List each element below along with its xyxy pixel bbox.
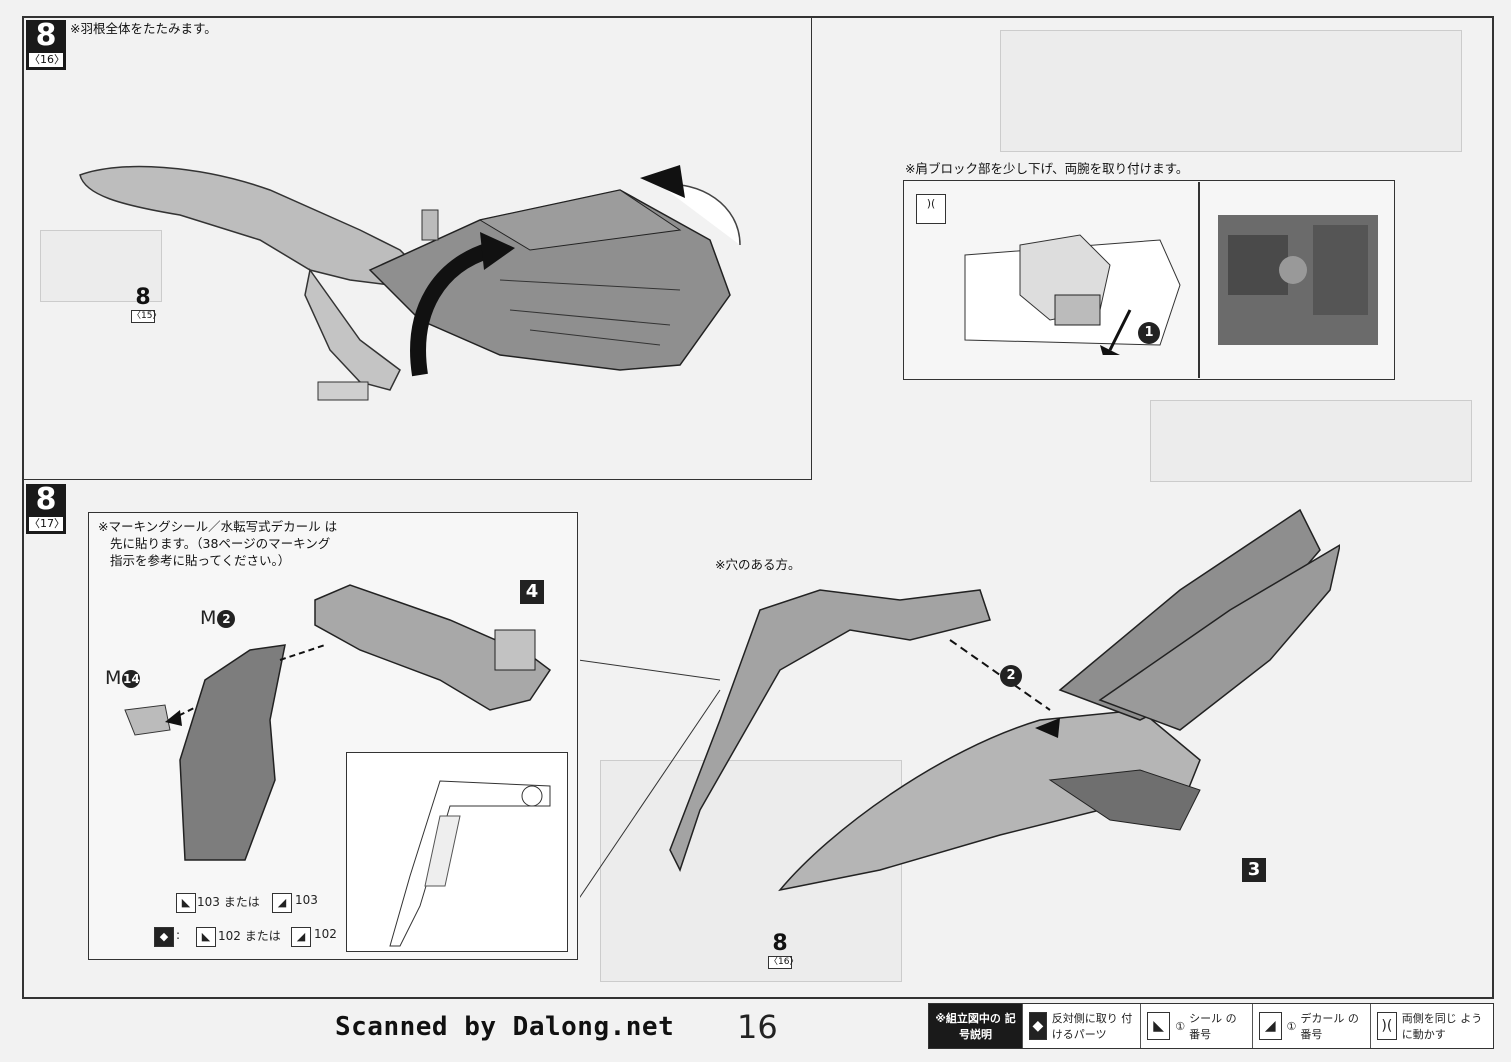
decal-number: 103: [295, 893, 318, 907]
decal-icon: ◢: [291, 927, 311, 947]
background-ghost: [1000, 30, 1462, 152]
legend-text: 反対側に取り 付けるパーツ: [1051, 1012, 1133, 1041]
inset-divider: [1198, 182, 1200, 378]
page-frame: [22, 16, 1494, 999]
seal-number: 103: [197, 895, 220, 909]
callout-ref: 〈15〉: [131, 310, 162, 323]
hole-detail-illustration: [389, 780, 551, 947]
seal-number: 102: [218, 929, 241, 943]
legend-text: 両側を同じ ように動かす: [1401, 1012, 1483, 1041]
shoulder-detail-illustration: [964, 234, 1181, 355]
background-ghost: [40, 230, 162, 302]
shoulder-photo: [1218, 215, 1378, 345]
part-number-4: 4: [520, 580, 544, 604]
callout-number: 8: [135, 285, 151, 310]
seal-line-2: 102 または: [218, 927, 281, 944]
seal-or: または: [244, 929, 281, 943]
marking-note: ※マーキングシール／水転写式デカール は 先に貼ります。（38ページのマーキング…: [98, 518, 337, 569]
legend-title: ※組立図中の 記号説明: [929, 1004, 1023, 1048]
mirror-icon: ◆: [1029, 1012, 1047, 1040]
step-ref: 〈17〉: [29, 517, 65, 531]
step-badge-top: 8 〈16〉: [26, 20, 66, 70]
step-top-note: ※羽根全体をたたみます。: [70, 21, 217, 36]
step-ref: 〈16〉: [29, 53, 65, 67]
wing-detail-illustration: [124, 584, 552, 861]
marking-letter: M: [200, 607, 217, 629]
hole-note: ※穴のある方。: [715, 557, 801, 572]
legend-text: デカール の番号: [1300, 1012, 1359, 1041]
seal-icon: ◣: [176, 893, 196, 913]
marking-letter: M: [105, 667, 122, 689]
marking-number: 2: [217, 609, 236, 628]
symbol-legend: ※組立図中の 記号説明 ◆ 反対側に取り 付けるパーツ ◣ ① シール の番号 …: [928, 1003, 1494, 1049]
background-ghost: [1150, 400, 1472, 482]
step-top-panel: [22, 16, 812, 480]
legend-num: ①: [1175, 1019, 1186, 1033]
decal-icon: ◢: [272, 893, 292, 913]
legend-item: ◣ ① シール の番号: [1141, 1004, 1253, 1048]
inset-note: ※肩ブロック部を少し下げ、両腕を取り付けます。: [905, 161, 1189, 176]
seal-line-1: 103 または: [197, 893, 260, 910]
arrow-number-2: 2: [1000, 665, 1022, 687]
callout-top: 8 〈15〉: [131, 285, 162, 326]
step-number: 8: [35, 18, 57, 53]
marking-note-line: 先に貼ります。（38ページのマーキング: [110, 536, 331, 551]
callout-bottom: 8 〈16〉: [768, 931, 799, 972]
folded-wing-illustration: [79, 165, 741, 401]
callout-number: 8: [772, 931, 788, 956]
step-number: 8: [35, 482, 57, 517]
legend-item: ◆ 反対側に取り 付けるパーツ: [1023, 1004, 1141, 1048]
marking-note-line: 指示を参考に貼ってください。）: [110, 553, 291, 568]
seal-icon: ◣: [196, 927, 216, 947]
part-number-3: 3: [1242, 858, 1266, 882]
move-both-icon: )(: [916, 194, 946, 224]
assembly-illustration: [580, 508, 1340, 898]
decal-number: 102: [314, 927, 337, 941]
seal-or: または: [223, 895, 260, 909]
legend-item: ◢ ① デカール の番号: [1253, 1004, 1371, 1048]
marking-number: 14: [122, 669, 141, 688]
legend-text: シール の番号: [1189, 1012, 1237, 1041]
step-badge-bottom: 8 〈17〉: [26, 484, 66, 534]
marking-note-line: ※マーキングシール／水転写式デカール は: [98, 519, 338, 534]
scanned-credit: Scanned by Dalong.net: [335, 1012, 675, 1042]
colon: :: [176, 928, 181, 942]
legend-num: ①: [1286, 1019, 1297, 1033]
page-number: 16: [737, 1008, 778, 1046]
callout-ref: 〈16〉: [768, 956, 799, 969]
seal-icon: ◣: [1147, 1012, 1171, 1040]
move-both-icon: )(: [1377, 1012, 1397, 1040]
legend-item: )( 両側を同じ ように動かす: [1371, 1004, 1493, 1048]
arrow-number-1: 1: [1138, 322, 1160, 344]
mirror-icon: ◆: [154, 927, 174, 947]
decal-icon: ◢: [1259, 1012, 1282, 1040]
